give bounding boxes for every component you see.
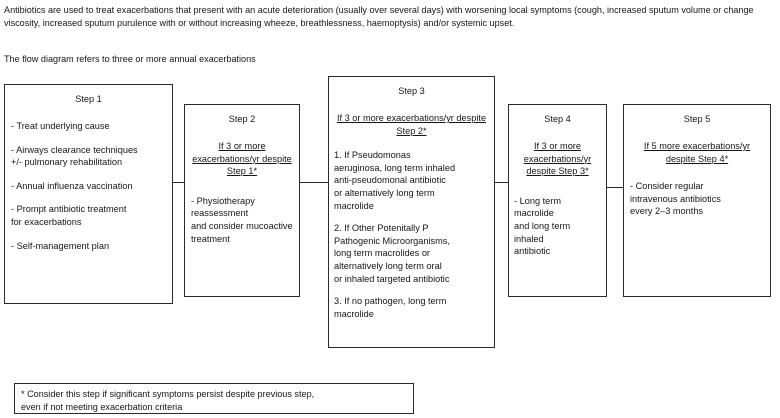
connector-step1-step2 xyxy=(173,182,184,183)
step-5-condition: If 5 more exacerbations/yr despite Step … xyxy=(643,141,751,164)
step-box-5: Step 5 If 5 more exacerbations/yr despit… xyxy=(623,104,771,297)
step-5-item-1: - Consider regular intravenous antibioti… xyxy=(630,181,721,217)
step-5-title: Step 5 xyxy=(683,114,711,124)
connector-step2-step3 xyxy=(300,182,328,183)
step-3-title: Step 3 xyxy=(398,86,425,96)
step-box-1: Step 1 - Treat underlying cause - Airway… xyxy=(4,84,173,304)
step-2-title: Step 2 xyxy=(228,114,256,124)
step-5-content: - Consider regular intravenous antibioti… xyxy=(624,180,770,218)
step-1-content: - Treat underlying cause - Airways clear… xyxy=(5,120,172,252)
step-3-content: 1. If Pseudomonas aeruginosa, long term … xyxy=(329,149,494,320)
step-box-3: Step 3 If 3 or more exacerbations/yr des… xyxy=(328,76,495,348)
step-2-item-1: - Physiotherapy reassessment and conside… xyxy=(191,195,293,244)
step-1-item-5: - Self-management plan xyxy=(11,240,110,251)
step-3-condition: If 3 or more exacerbations/yr despite St… xyxy=(336,113,487,136)
flow-diagram-note: The flow diagram refers to three or more… xyxy=(4,54,256,64)
footnote-box: * Consider this step if significant symp… xyxy=(14,383,414,414)
step-2-content: - Physiotherapy reassessment and conside… xyxy=(185,195,299,245)
step-3-item-2: 2. If Other Potenitally P Pathogenic Mic… xyxy=(334,223,450,284)
step-1-item-3: - Annual influenza vaccination xyxy=(11,180,133,191)
intro-paragraph: Antibiotics are used to treat exacerbati… xyxy=(4,5,754,29)
step-3-item-1: 1. If Pseudomonas aeruginosa, long term … xyxy=(334,150,456,211)
step-box-2: Step 2 If 3 or more exacerbations/yr des… xyxy=(184,104,300,297)
step-4-item-1: - Long term macrolide and long term inha… xyxy=(514,195,571,257)
step-3-item-3: 3. If no pathogen, long term macrolide xyxy=(334,296,447,319)
step-2-condition: If 3 or more exacerbations/yr despite St… xyxy=(192,141,292,177)
step-box-4: Step 4 If 3 or more exacerbations/yr des… xyxy=(508,104,607,297)
step-1-item-4: - Prompt antibiotic treatment for exacer… xyxy=(11,204,127,227)
step-4-content: - Long term macrolide and long term inha… xyxy=(509,195,606,258)
step-1-item-2: - Airways clearance techniques +/- pulmo… xyxy=(11,144,138,168)
step-4-condition: If 3 or more exacerbations/yr despite St… xyxy=(523,141,592,177)
connector-step4-step5 xyxy=(607,187,623,188)
footnote-text: * Consider this step if significant symp… xyxy=(21,389,315,412)
step-1-title: Step 1 xyxy=(75,94,102,104)
connector-step3-step4 xyxy=(495,182,508,183)
step-1-item-1: - Treat underlying cause xyxy=(11,121,110,131)
step-4-title: Step 4 xyxy=(544,114,571,124)
